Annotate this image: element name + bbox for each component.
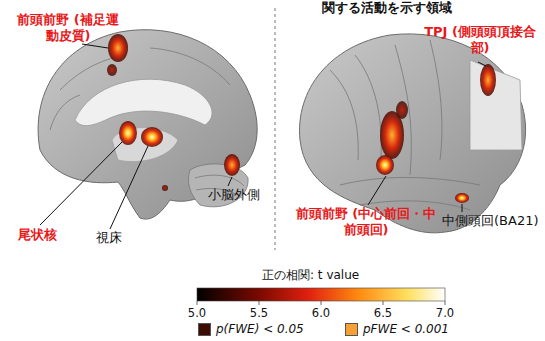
heading-fragment: 関する活動を示す領域: [322, 0, 542, 16]
region-label: 尾状核: [18, 227, 78, 243]
region-label: 中側頭回(BA21): [442, 213, 542, 229]
legend-text: p(FWE) < 0.05: [216, 322, 304, 336]
legend-text: pFWE < 0.001: [363, 322, 449, 336]
legend-item: pFWE < 0.001: [345, 322, 449, 336]
tick-label: 5.0: [188, 306, 206, 320]
tick-label: 7.0: [436, 306, 454, 320]
region-label: 前頭前野 (補足運動皮質): [12, 12, 124, 45]
region-label: 前頭前野 (中心前回・中前頭回): [292, 206, 440, 239]
region-label: 小脳外側: [208, 187, 278, 203]
tick-label: 6.0: [312, 306, 330, 320]
legend-swatch: [345, 323, 358, 336]
tick-label: 5.5: [250, 306, 268, 320]
region-label: 視床: [96, 230, 136, 246]
region-label: TPJ (側頭頭頂接合部): [418, 24, 542, 57]
colorbar-title: 正の相関: t value: [262, 268, 402, 283]
tick-label: 6.5: [374, 306, 392, 320]
legend-item: p(FWE) < 0.05: [198, 322, 304, 336]
legend-swatch: [198, 323, 211, 336]
